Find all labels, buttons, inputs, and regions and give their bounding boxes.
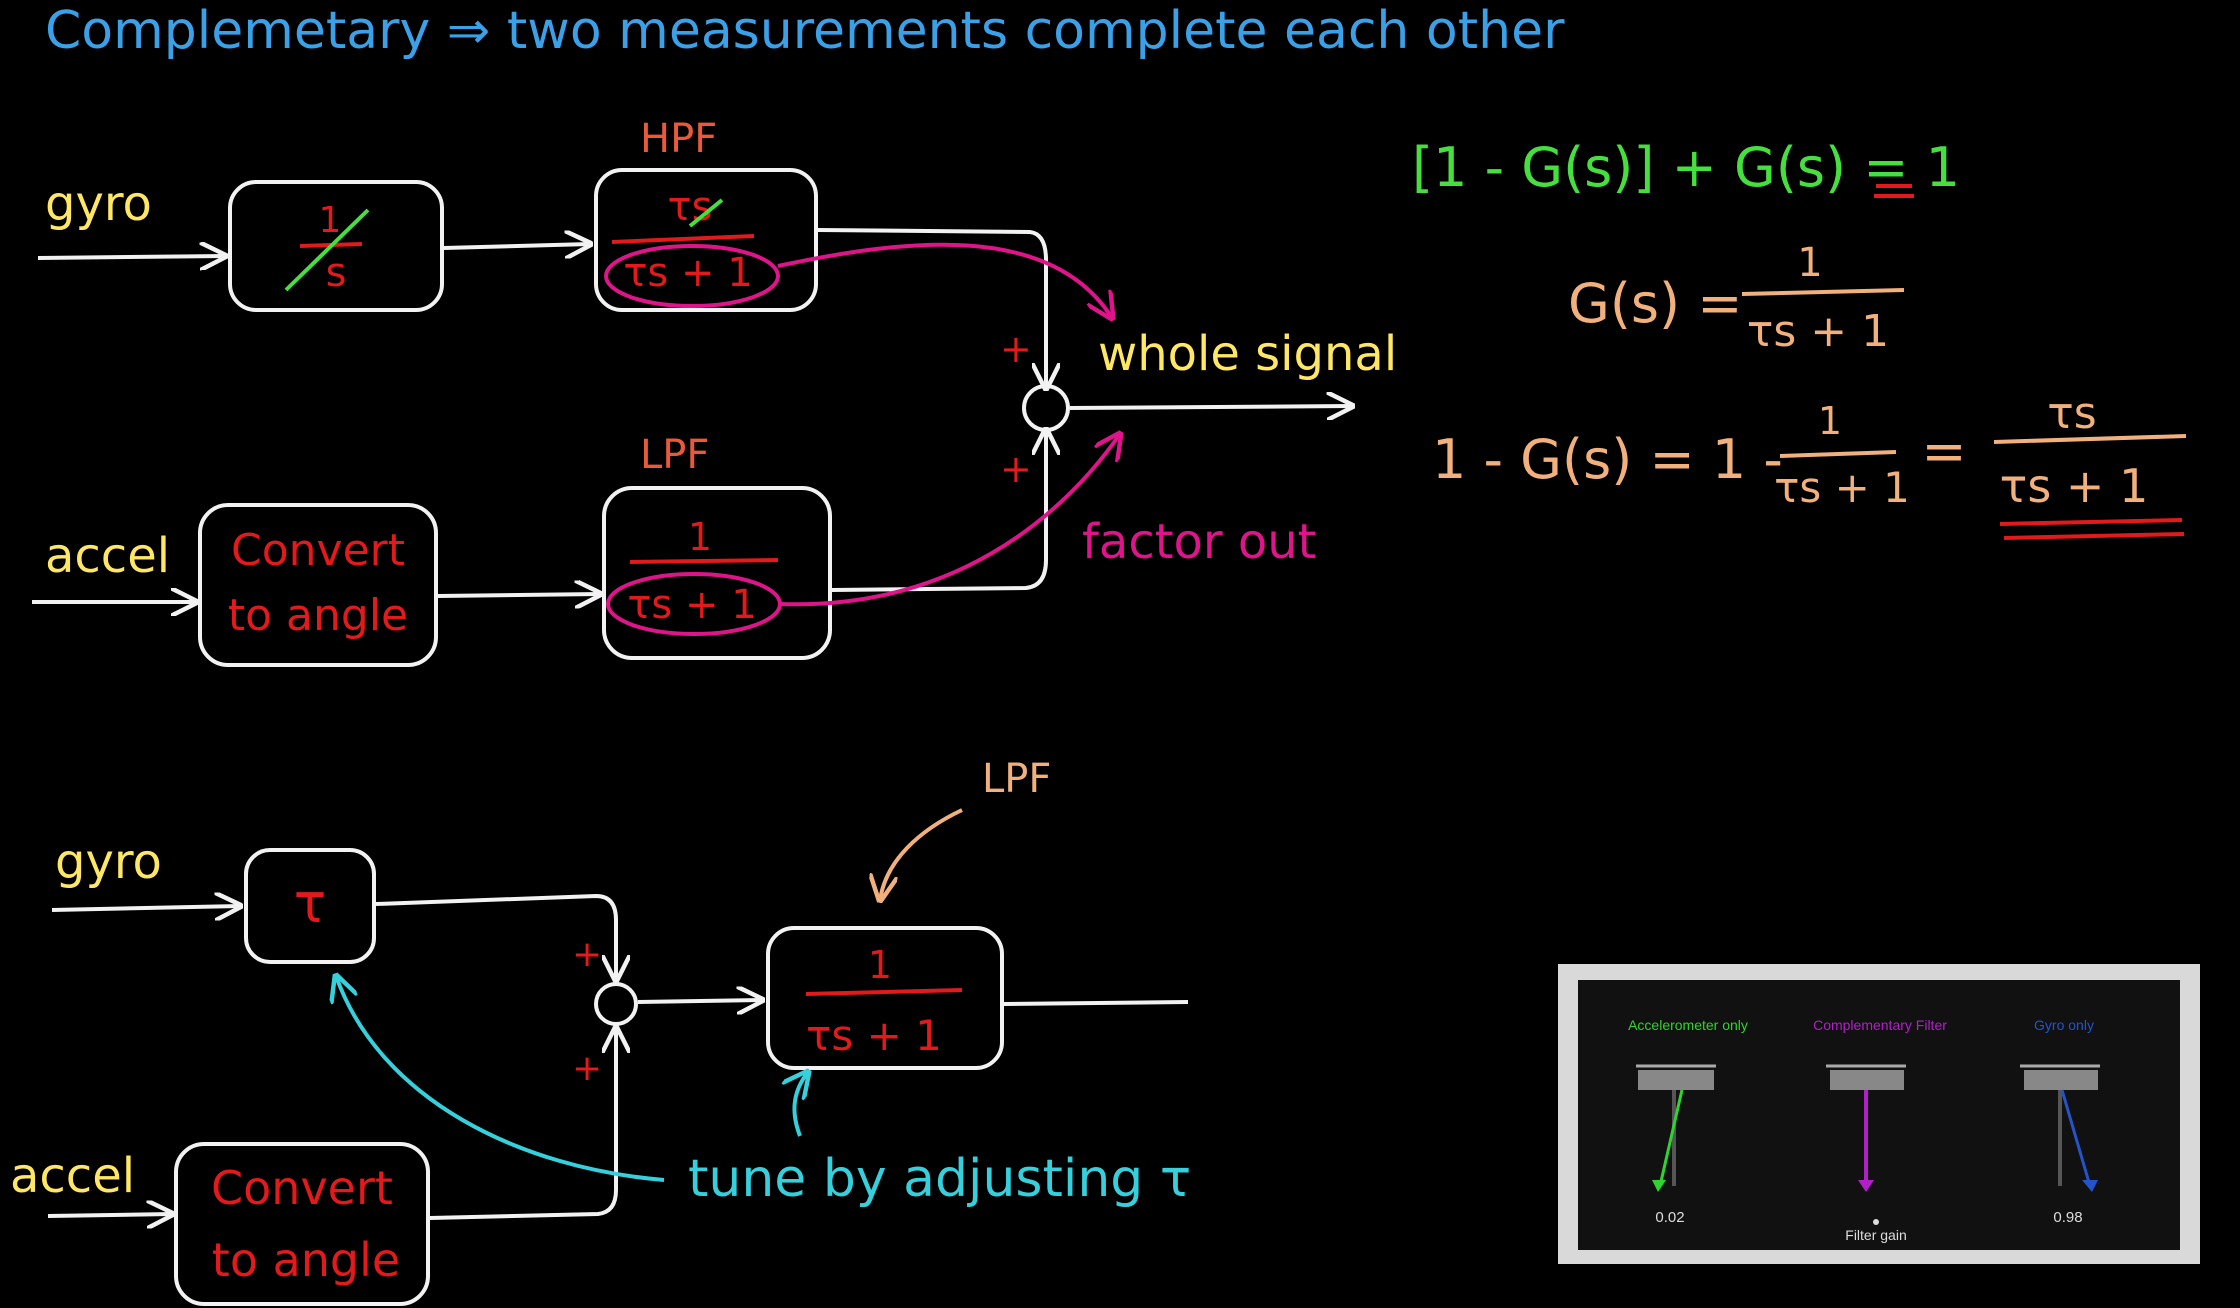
equation-complement-denominator: τs + 1 — [2000, 459, 2149, 513]
bottom-convert-block — [174, 1142, 430, 1306]
factor-out-label: factor out — [1082, 514, 1317, 570]
filter-gain-label: Filter gain — [1845, 1227, 1906, 1243]
bottom-plus-lower: + — [572, 1048, 602, 1089]
top-lpf-fraction-bar — [629, 558, 779, 564]
tune-arrow-to-lpf — [794, 1072, 808, 1137]
hpf-denominator-circle — [604, 244, 780, 308]
tau-gain-block — [244, 848, 376, 964]
lpf-output-line — [831, 430, 1046, 592]
top-link-integrator-hpf — [443, 244, 590, 248]
bottom-lpf-block — [766, 926, 1004, 1070]
bottom-sum-to-lpf-arrow — [637, 1000, 762, 1002]
thumbnail-screen — [1578, 980, 2180, 1250]
tune-label: tune by adjusting τ — [688, 1149, 1191, 1209]
equations: [1 - G(s)] + G(s) = 1 G(s) = 1 τs + 1 1 … — [1412, 136, 2187, 540]
equation-g-numerator: 1 — [1797, 240, 1822, 286]
equation-identity: [1 - G(s)] + G(s) = 1 — [1412, 136, 1960, 199]
top-lpf-denominator: τs + 1 — [627, 582, 756, 628]
thumbnail-label-gyro: Gyro only — [2034, 1017, 2094, 1033]
filter-gain-max: 0.98 — [2053, 1209, 2082, 1226]
equation-result-underline-1 — [1999, 518, 2183, 526]
integrator-block — [228, 180, 444, 312]
hpf-numerator: τs — [668, 184, 713, 230]
bottom-lpf-output-line — [1003, 1000, 1189, 1006]
top-lpf-label: LPF — [640, 432, 709, 478]
bottom-accel-label: accel — [10, 1148, 135, 1204]
top-convert-line1: Convert — [231, 525, 405, 576]
bottom-accel-input-arrow — [47, 1214, 172, 1216]
thumbnail-label-accel: Accelerometer only — [1628, 1017, 1748, 1033]
equation-g-denominator: τs + 1 — [1747, 306, 1889, 357]
top-gyro-input-arrow — [37, 256, 225, 258]
bottom-lpf-denominator: τs + 1 — [806, 1011, 942, 1060]
bottom-gain-output-line — [375, 893, 616, 980]
top-convert-block — [198, 503, 438, 667]
hpf-block — [594, 168, 818, 312]
top-summing-junction — [1022, 384, 1070, 432]
top-output-arrow — [1069, 406, 1352, 408]
top-plus-upper: + — [1000, 327, 1032, 371]
whole-signal-label: whole signal — [1098, 326, 1397, 382]
top-gyro-label: gyro — [45, 176, 152, 232]
drone-accel-icon — [1636, 1064, 1716, 1192]
equation-g-fraction-bar — [1741, 288, 1905, 296]
hpf-denominator: τs + 1 — [623, 250, 752, 296]
hpf-cancel-stroke — [688, 198, 724, 228]
equation-complement-mid-denominator: τs + 1 — [1774, 463, 1910, 512]
equation-complement-mid-numerator: 1 — [1818, 399, 1842, 443]
integrator-cancel-stroke — [284, 208, 370, 292]
drone-complementary-icon — [1826, 1064, 1906, 1192]
bottom-convert-output-line — [429, 1028, 616, 1220]
integrator-denominator: s — [326, 250, 347, 296]
top-convert-line2: to angle — [228, 590, 408, 641]
tau-gain-symbol: τ — [294, 872, 327, 935]
equation-complement-mid-bar — [1779, 450, 1897, 458]
top-lpf-numerator: 1 — [688, 515, 712, 559]
thumbnail-label-complementary: Complementary Filter — [1813, 1017, 1947, 1033]
bottom-convert-line1: Convert — [211, 1161, 393, 1215]
bottom-lpf-fraction-bar — [805, 988, 963, 996]
hpf-fraction-bar — [611, 234, 755, 244]
top-diagram: gyro 1 s HPF τs τs + 1 + + whole signal … — [32, 116, 1397, 667]
bottom-plus-upper: + — [572, 934, 602, 975]
bottom-lpf-pointer-arrow — [880, 808, 963, 900]
bottom-lpf-numerator: 1 — [868, 943, 892, 987]
equation-complement-equals: = — [1921, 420, 1966, 483]
equation-complement-bar — [1993, 434, 2187, 444]
factor-out-arrow-upper — [777, 242, 1112, 318]
hpf-label: HPF — [640, 116, 717, 162]
top-plus-lower: + — [1000, 447, 1032, 491]
factor-out-arrow-lower — [779, 434, 1120, 607]
title-text: Complemetary ⇒ two measurements complete… — [45, 1, 1565, 61]
bottom-diagram: gyro τ + + LPF 1 τs + 1 accel Convert to… — [10, 756, 1191, 1306]
bottom-gyro-label: gyro — [55, 834, 162, 890]
equation-complement-numerator: τs — [2047, 388, 2096, 439]
tune-arrow-to-gain — [336, 976, 665, 1182]
equation-g-lhs: G(s) = — [1568, 272, 1743, 335]
drone-gyro-icon — [2020, 1064, 2100, 1192]
bottom-gyro-input-arrow — [51, 906, 240, 910]
bottom-lpf-label: LPF — [982, 756, 1051, 802]
equation-complement-lhs: 1 - G(s) = 1 - — [1432, 428, 1783, 491]
hpf-output-line — [817, 228, 1046, 388]
equation-result-underline-2 — [2003, 532, 2185, 540]
demo-thumbnail: Accelerometer only Complementary Filter … — [1558, 964, 2200, 1264]
top-link-convert-lpf — [437, 594, 600, 596]
bottom-convert-line2: to angle — [212, 1233, 400, 1287]
filter-gain-min: 0.02 — [1655, 1209, 1684, 1226]
top-accel-label: accel — [45, 528, 170, 584]
bottom-summing-junction — [594, 982, 638, 1026]
top-lpf-block — [602, 486, 832, 660]
integrator-numerator: 1 — [319, 200, 342, 241]
filter-gain-slider-knob[interactable] — [1873, 1219, 1879, 1225]
